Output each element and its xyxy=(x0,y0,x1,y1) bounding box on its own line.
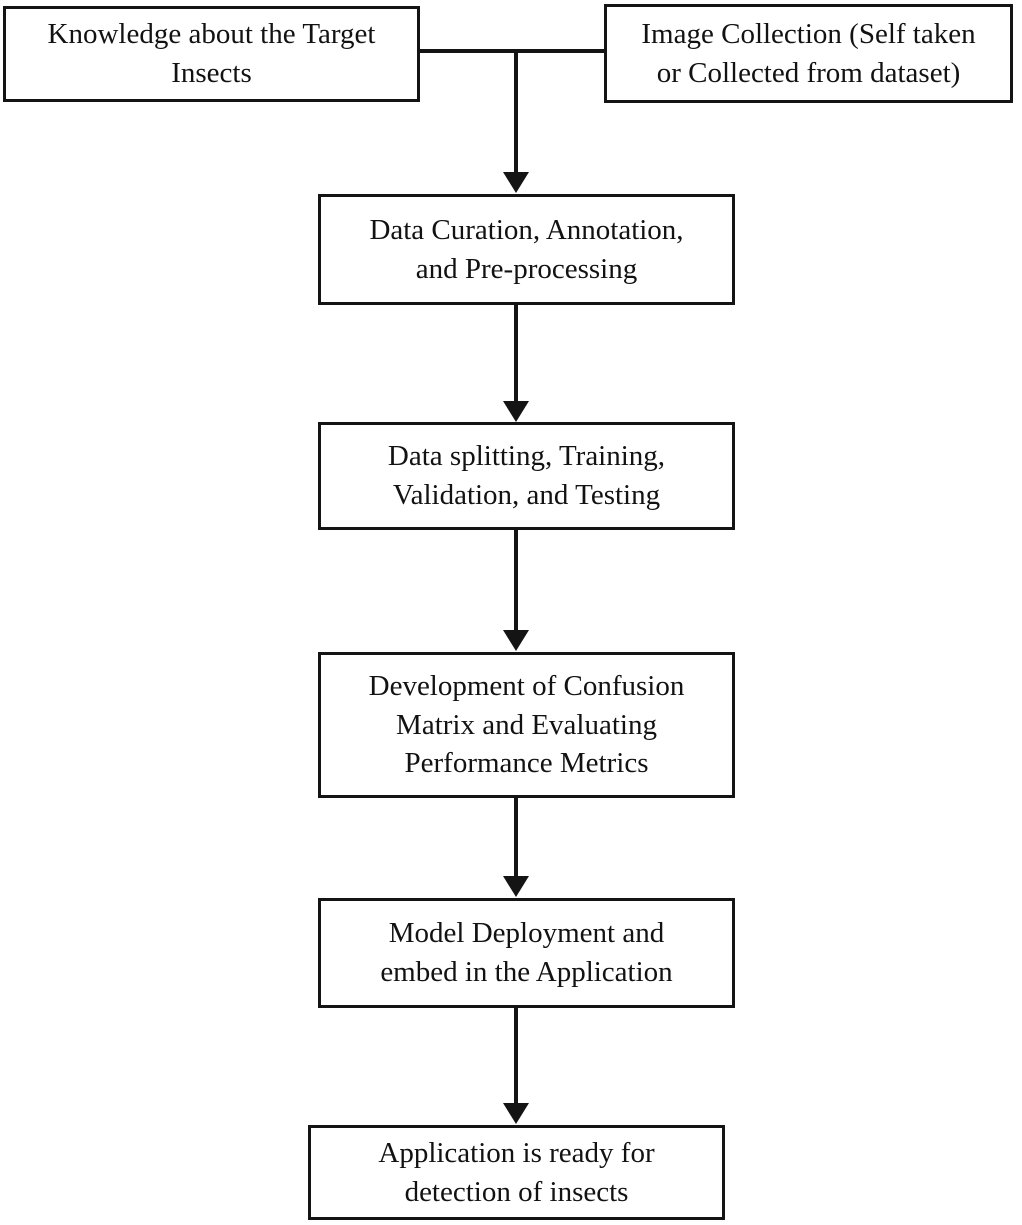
arrowhead-icon xyxy=(503,630,529,651)
arrowhead-icon xyxy=(503,172,529,193)
merge-connector-line xyxy=(418,49,606,53)
node-application-ready-label: Application is ready for detection of in… xyxy=(378,1136,655,1208)
node-data-curation: Data Curation, Annotation, and Pre-proce… xyxy=(318,194,735,305)
node-application-ready: Application is ready for detection of in… xyxy=(308,1125,725,1220)
node-confusion-matrix: Development of Confusion Matrix and Eval… xyxy=(318,652,735,798)
node-data-splitting: Data splitting, Training, Validation, an… xyxy=(318,422,735,530)
node-knowledge-label: Knowledge about the Target Insects xyxy=(47,18,376,89)
node-model-deployment-label: Model Deployment and embed in the Applic… xyxy=(380,917,673,988)
node-data-curation-label: Data Curation, Annotation, and Pre-proce… xyxy=(369,213,684,285)
node-image-collection: Image Collection (Self taken or Collecte… xyxy=(604,4,1013,103)
arrow-shaft-to-application-ready xyxy=(514,1006,518,1105)
arrow-shaft-to-confusion-matrix xyxy=(514,528,518,632)
node-model-deployment: Model Deployment and embed in the Applic… xyxy=(318,898,735,1008)
arrowhead-icon xyxy=(503,1103,529,1124)
node-image-collection-label: Image Collection (Self taken or Collecte… xyxy=(641,17,976,89)
arrowhead-icon xyxy=(503,876,529,897)
arrow-shaft-to-data-splitting xyxy=(514,303,518,403)
arrow-shaft-to-model-deployment xyxy=(514,796,518,878)
arrowhead-icon xyxy=(503,401,529,422)
arrow-shaft-to-data-curation xyxy=(514,49,518,174)
node-data-splitting-label: Data splitting, Training, Validation, an… xyxy=(387,440,666,511)
node-confusion-matrix-label: Development of Confusion Matrix and Eval… xyxy=(368,670,685,780)
node-knowledge: Knowledge about the Target Insects xyxy=(3,6,420,102)
